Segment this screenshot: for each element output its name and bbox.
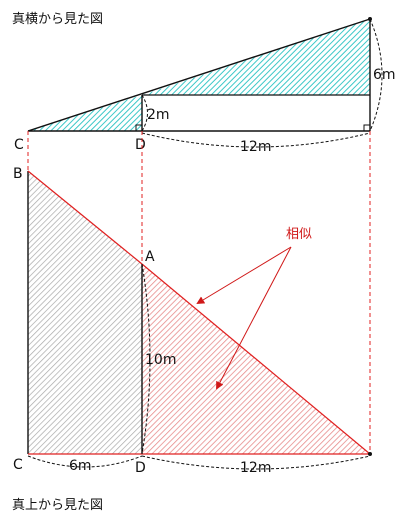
top-gray-trapezoid [28, 171, 142, 454]
arc-top-12m [141, 455, 371, 470]
label-similar: 相似 [286, 227, 312, 242]
arc-10m [141, 263, 151, 455]
label-top-6m: 6m [69, 458, 92, 474]
side-view-caption: 真横から見た図 [12, 12, 104, 27]
label-side-c: C [14, 137, 24, 153]
arc-6m [369, 18, 383, 132]
label-side-d: D [135, 137, 146, 153]
label-top-a: A [145, 249, 155, 265]
top-view-caption: 真上から見た図 [12, 498, 104, 513]
label-top-c: C [13, 457, 23, 473]
label-top-b: B [13, 166, 23, 182]
top-hypotenuse [141, 263, 371, 455]
label-6m: 6m [373, 67, 396, 83]
label-top-d: D [135, 460, 146, 476]
top-line-b-d [27, 170, 143, 265]
arc-side-12m [141, 132, 371, 148]
right-angle-mark-d [135, 124, 143, 132]
side-hypotenuse [27, 18, 371, 132]
top-view: B A C D 10m 6m 12m 相似 [13, 166, 372, 476]
arrow-to-triangle [216, 246, 292, 390]
arc-6m-top [27, 455, 143, 468]
top-right-point [368, 452, 372, 456]
arrow-to-hypotenuse [196, 246, 292, 305]
label-10m: 10m [145, 352, 176, 368]
label-2m: 2m [147, 107, 170, 123]
label-side-12m: 12m [240, 139, 271, 155]
label-top-12m: 12m [240, 460, 271, 476]
right-angle-mark-right [363, 124, 371, 132]
side-view: C D 2m 6m 12m [14, 17, 396, 155]
